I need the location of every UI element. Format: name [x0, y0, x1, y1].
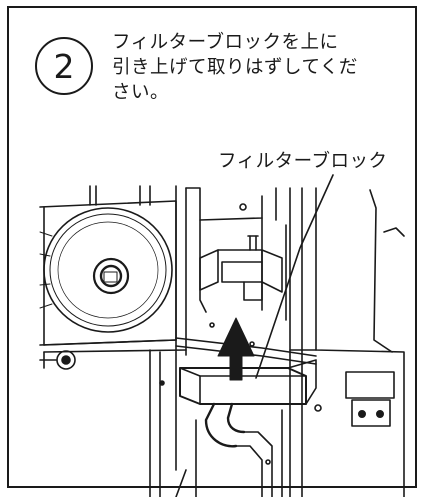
instruction-text: フィルターブロックを上に 引き上げて取りはずしてくだ さい。 [112, 30, 372, 105]
callout-leader-line [255, 174, 334, 379]
filter-block-callout-label: フィルターブロック [218, 151, 388, 172]
filter-bracket [199, 235, 283, 301]
base-plate [39, 339, 187, 497]
filter-block [179, 359, 317, 405]
central-frame [185, 187, 303, 497]
instruction-line-2: 引き上げて取りはずしてくだ [112, 57, 358, 78]
hose-assembly [175, 402, 283, 497]
paper-guide [175, 337, 317, 365]
paper-roll [39, 207, 173, 333]
roll-housing [39, 185, 187, 471]
instruction-line-1: フィルターブロックを上に [112, 32, 339, 53]
instruction-line-3: さい。 [112, 82, 170, 103]
lift-direction-arrow [217, 317, 255, 381]
right-cabinet [289, 187, 405, 497]
step-number-badge: 2 [35, 37, 93, 95]
